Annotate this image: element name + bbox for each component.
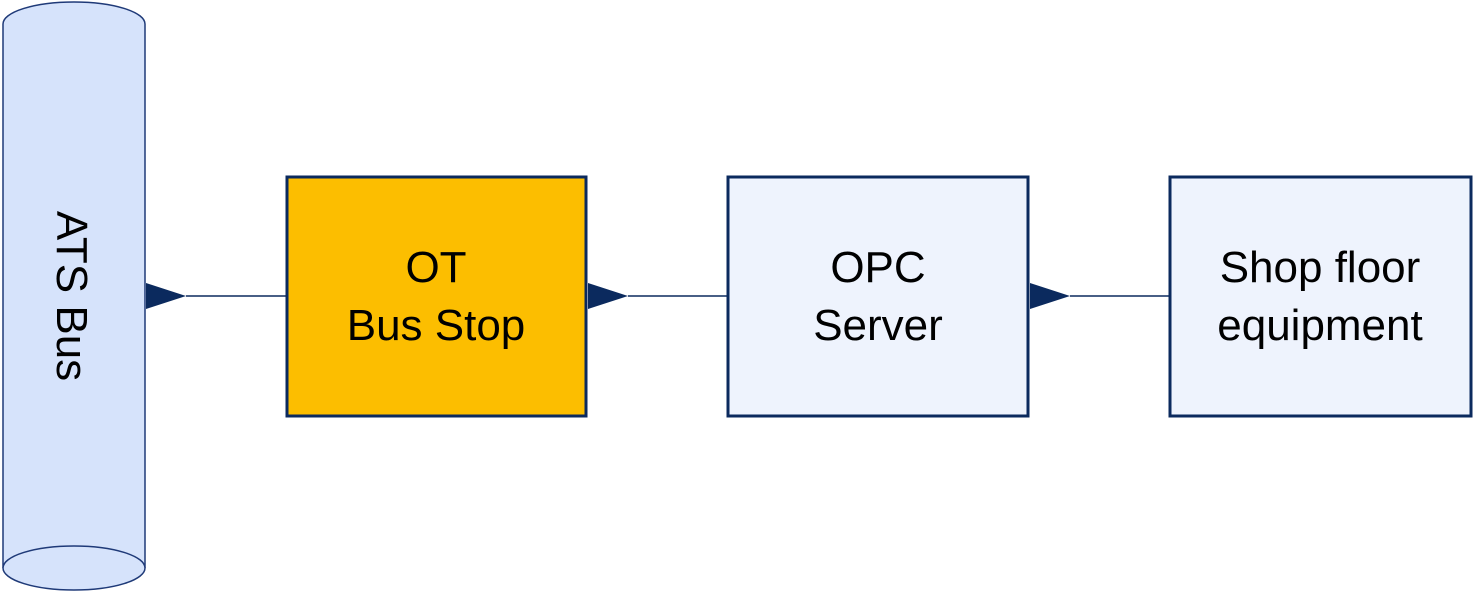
ot-bus-stop-line2: Bus Stop bbox=[347, 301, 526, 350]
shop-floor-node: Shop floor equipment bbox=[1168, 175, 1473, 418]
opc-server-node: OPC Server bbox=[726, 175, 1030, 418]
ot-bus-stop-node: OT Bus Stop bbox=[285, 175, 588, 418]
shop-floor-box bbox=[1168, 175, 1473, 418]
opc-server-line1: OPC bbox=[830, 243, 925, 292]
ats-bus-bottom-cap bbox=[2, 545, 146, 591]
ats-bus-cylinder: ATS Bus bbox=[2, 1, 146, 591]
shop-floor-line1: Shop floor bbox=[1220, 243, 1421, 292]
ot-bus-stop-box bbox=[285, 175, 588, 418]
ats-bus-top-cap bbox=[2, 1, 146, 25]
opc-server-box bbox=[726, 175, 1030, 418]
shop-floor-line2: equipment bbox=[1217, 301, 1422, 350]
ats-bus-label: ATS Bus bbox=[47, 211, 96, 381]
ats-bus-body bbox=[3, 24, 145, 568]
ot-bus-stop-line1: OT bbox=[405, 243, 466, 292]
opc-server-line2: Server bbox=[813, 301, 943, 350]
